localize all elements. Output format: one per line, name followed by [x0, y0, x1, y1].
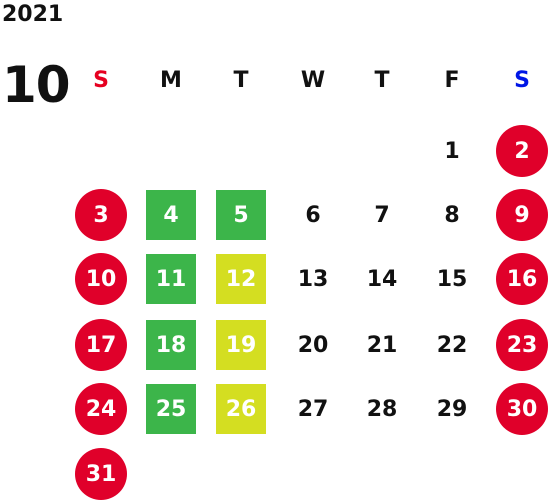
calendar-day[interactable]: 15 [436, 266, 468, 292]
calendar-day[interactable]: 20 [297, 332, 329, 358]
calendar-day[interactable]: 8 [444, 202, 460, 228]
calendar-day[interactable]: 19 [216, 320, 266, 370]
calendar-day[interactable]: 29 [436, 396, 468, 422]
calendar-day[interactable]: 7 [374, 202, 390, 228]
weekday-label: F [444, 67, 460, 93]
calendar-day[interactable]: 1 [444, 138, 460, 164]
calendar-day[interactable]: 28 [366, 396, 398, 422]
calendar-day[interactable]: 17 [75, 319, 127, 371]
calendar-day[interactable]: 10 [75, 253, 127, 305]
calendar-day[interactable]: 26 [216, 384, 266, 434]
calendar-day[interactable]: 11 [146, 254, 196, 304]
calendar-day[interactable]: 22 [436, 332, 468, 358]
calendar-day[interactable]: 18 [146, 320, 196, 370]
calendar-day[interactable]: 16 [496, 253, 548, 305]
calendar-day[interactable]: 25 [146, 384, 196, 434]
calendar-day[interactable]: 23 [496, 319, 548, 371]
calendar-year: 2021 [2, 2, 64, 27]
calendar-day[interactable]: 5 [216, 190, 266, 240]
calendar-day[interactable]: 12 [216, 254, 266, 304]
weekday-label: S [93, 67, 109, 93]
weekday-label: M [160, 67, 182, 93]
calendar-day[interactable]: 24 [75, 383, 127, 435]
weekday-label: T [233, 67, 249, 93]
calendar-day[interactable]: 14 [366, 266, 398, 292]
calendar-day[interactable]: 30 [496, 383, 548, 435]
calendar-day[interactable]: 21 [366, 332, 398, 358]
calendar-day[interactable]: 31 [75, 448, 127, 500]
calendar-month: 10 [2, 56, 71, 114]
calendar-day[interactable]: 27 [297, 396, 329, 422]
calendar-day[interactable]: 4 [146, 190, 196, 240]
calendar-day[interactable]: 2 [496, 125, 548, 177]
calendar-day[interactable]: 13 [297, 266, 329, 292]
calendar-day[interactable]: 3 [75, 189, 127, 241]
weekday-label: S [514, 67, 530, 93]
weekday-label: T [374, 67, 390, 93]
weekday-label: W [300, 67, 326, 93]
calendar-day[interactable]: 9 [496, 189, 548, 241]
calendar-day[interactable]: 6 [305, 202, 321, 228]
